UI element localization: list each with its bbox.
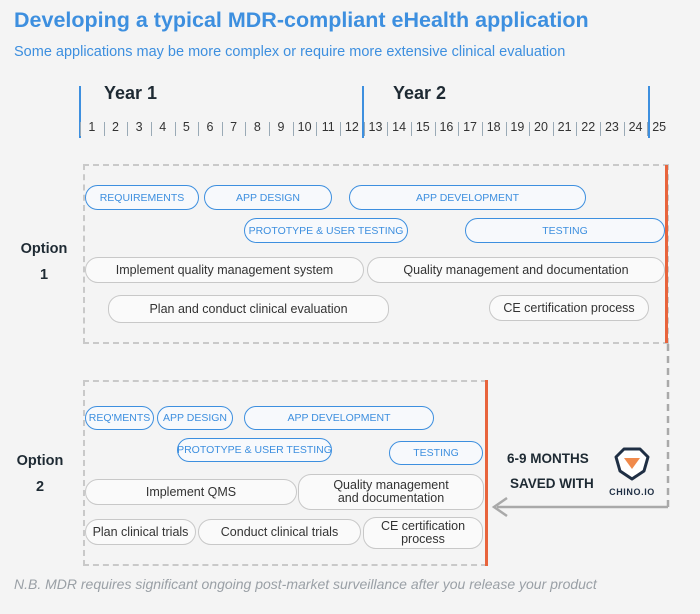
month-tick (80, 122, 81, 136)
month-tick (552, 122, 554, 136)
option2-qm-docs-bar: Quality management and documentation (298, 474, 484, 510)
option1-clinical-evaluation-bar: Plan and conduct clinical evaluation (108, 295, 389, 323)
month-number: 20 (534, 120, 548, 134)
month-number: 16 (439, 120, 454, 134)
month-number: 2 (111, 120, 119, 134)
option1-prototype-testing-bar: PROTOTYPE & USER TESTING (244, 218, 408, 243)
month-tick (316, 122, 318, 136)
month-number: 23 (604, 120, 619, 134)
option2-app-design-bar: APP DESIGN (157, 406, 233, 430)
chino-logo: CHINO.IO (606, 447, 658, 497)
month-number: 10 (297, 120, 312, 134)
month-number: 24 (628, 120, 643, 134)
month-tick (505, 122, 507, 136)
option1-label: Option 1 (14, 236, 74, 288)
month-tick (529, 122, 531, 136)
option1-app-design-bar: APP DESIGN (204, 185, 332, 210)
month-tick (221, 122, 223, 136)
month-number: 3 (135, 120, 143, 134)
month-number: 11 (321, 120, 335, 134)
month-number: 13 (368, 120, 383, 134)
savings-with-text: SAVED WITH (510, 476, 594, 491)
month-tick (410, 122, 412, 136)
month-number: 5 (182, 120, 190, 134)
month-number: 25 (652, 120, 667, 134)
month-tick (174, 122, 176, 136)
month-tick (269, 122, 271, 136)
month-number: 15 (415, 120, 430, 134)
month-number: 8 (253, 120, 261, 134)
option2-app-development-bar: APP DEVELOPMENT (244, 406, 434, 430)
month-number: 7 (230, 120, 238, 134)
option1-testing-bar: TESTING (465, 218, 665, 243)
option1-app-development-bar: APP DEVELOPMENT (349, 185, 586, 210)
option2-label: Option 2 (10, 448, 70, 500)
month-number: 21 (557, 120, 572, 134)
page-subtitle: Some applications may be more complex or… (14, 44, 566, 60)
page-title: Developing a typical MDR-compliant eHeal… (14, 8, 589, 32)
month-tick (127, 122, 129, 136)
option1-label-number: 1 (39, 267, 49, 283)
month-tick (600, 122, 602, 136)
option2-testing-bar: TESTING (389, 441, 483, 465)
savings-arrow-head (491, 496, 508, 518)
option2-plan-trials-bar: Plan clinical trials (85, 519, 196, 545)
chino-wordmark: CHINO.IO (609, 487, 655, 497)
option2-ce-certification-bar: CE certification process (363, 517, 483, 549)
month-tick (623, 122, 625, 136)
option2-reqments-bar: REQ'MENTS (85, 406, 154, 430)
month-tick (198, 122, 200, 136)
month-tick (481, 122, 483, 136)
option2-label-word: Option (16, 453, 64, 469)
year2-label: Year 2 (393, 83, 447, 103)
year1-label: Year 1 (104, 83, 158, 103)
month-number: 9 (277, 120, 285, 134)
option1-qm-docs-bar: Quality management and documentation (367, 257, 665, 283)
option2-label-number: 2 (35, 479, 45, 495)
option1-ce-certification-bar: CE certification process (489, 295, 649, 321)
savings-arrow (491, 344, 670, 518)
chino-shield-icon (614, 447, 650, 481)
month-number: 18 (486, 120, 501, 134)
month-tick (292, 122, 294, 136)
month-number: 1 (88, 120, 96, 134)
year1-start-line (79, 86, 81, 138)
year2-start-line (362, 86, 364, 138)
option1-deadline-line (665, 165, 668, 343)
option1-qms-bar: Implement quality management system (85, 257, 364, 283)
option2-ce-line2: process (401, 532, 445, 546)
month-number: 6 (206, 120, 214, 134)
month-tick (576, 122, 578, 136)
year3-start-line (648, 86, 650, 138)
option2-prototype-testing-bar: PROTOTYPE & USER TESTING (177, 438, 332, 462)
option2-conduct-trials-bar: Conduct clinical trials (198, 519, 361, 545)
month-tick (103, 122, 105, 136)
savings-months-text: 6-9 MONTHS (507, 451, 589, 466)
option2-qms-bar: Implement QMS (85, 479, 297, 505)
option1-requirements-bar: REQUIREMENTS (85, 185, 199, 210)
option2-qm-docs-line2: and documentation (337, 491, 445, 505)
option2-deadline-line (485, 380, 488, 566)
month-tick (150, 122, 152, 136)
month-number: 22 (581, 120, 596, 134)
month-tick (387, 122, 389, 136)
option2-qm-docs-line1: Quality management (333, 478, 449, 492)
month-tick (340, 122, 342, 136)
month-tick (245, 122, 247, 136)
option1-label-word: Option (20, 241, 68, 257)
month-number: 12 (344, 120, 359, 134)
option2-ce-line1: CE certification (380, 519, 466, 533)
month-number: 17 (463, 120, 477, 134)
option1-frame (83, 164, 669, 344)
month-number: 4 (159, 120, 167, 134)
month-tick (458, 122, 460, 136)
month-tick (363, 122, 365, 136)
month-tick (647, 122, 649, 136)
footnote: N.B. MDR requires significant ongoing po… (14, 576, 597, 592)
month-number: 14 (392, 120, 407, 134)
month-number: 19 (510, 120, 525, 134)
month-tick (434, 122, 436, 136)
